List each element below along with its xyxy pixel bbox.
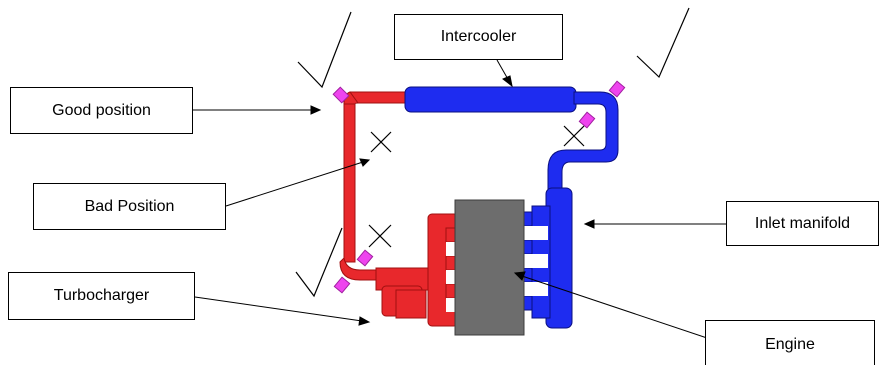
good-position-label: Good position — [10, 87, 193, 134]
exhaust-ports — [446, 242, 456, 312]
engine-label: Engine — [705, 320, 875, 365]
sensor-bottom-left — [333, 276, 351, 294]
arrowhead-bad-position — [359, 158, 371, 167]
arrowhead-engine — [513, 271, 526, 281]
hot-charge-pipe — [339, 91, 411, 281]
intercooler-label: Intercooler — [394, 14, 563, 60]
sensor-lower-left — [356, 249, 374, 267]
check-marks — [295, 7, 690, 298]
arrowhead-turbocharger — [358, 316, 371, 326]
arrowhead-good-position — [310, 105, 322, 115]
check-mark-top-left — [297, 11, 352, 89]
check-mark-top-right — [636, 7, 690, 79]
arrowhead-inlet-manifold — [583, 219, 595, 229]
leader-lines — [193, 59, 726, 343]
cross-marks — [368, 125, 585, 248]
sensor-mid-right — [578, 111, 596, 129]
inlet-manifold-label: Inlet manifold — [726, 201, 879, 246]
turbocharger-unit — [375, 267, 429, 319]
engine-block — [454, 199, 525, 336]
turbocharger-label: Turbocharger — [8, 272, 195, 320]
sensor-top-left — [332, 86, 350, 104]
cross-mark-right — [563, 125, 585, 147]
inlet-runner-gaps — [520, 226, 548, 296]
cross-mark-upper-left — [370, 131, 392, 153]
cross-mark-lower-left — [368, 224, 392, 248]
check-mark-bottom-left — [295, 227, 343, 298]
sensor-top-right — [608, 80, 626, 98]
intercooler-core — [404, 86, 577, 113]
bad-position-label: Bad Position — [33, 183, 226, 230]
arrowhead-intercooler — [502, 75, 513, 88]
sensor-markers — [332, 80, 626, 294]
